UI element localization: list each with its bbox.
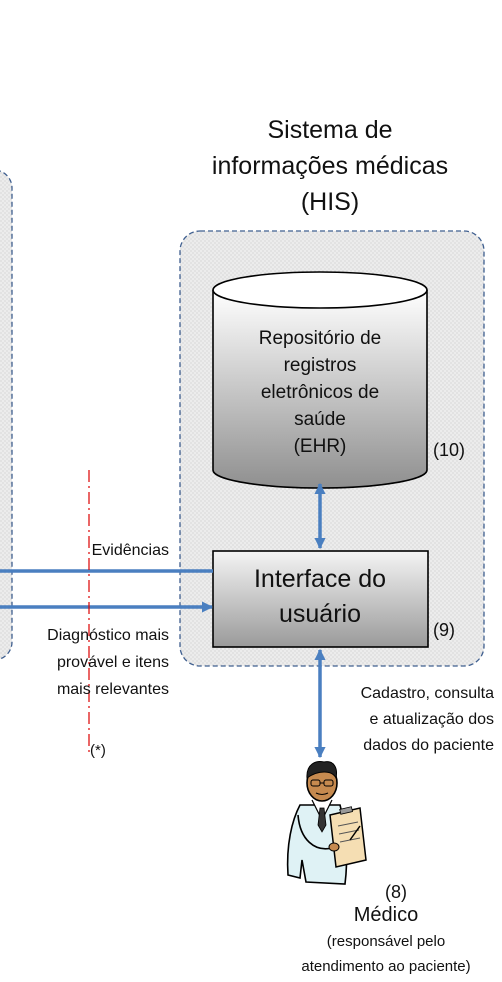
doctor-flow-label-line2: e atualização dos	[369, 711, 494, 728]
doctor-number: (8)	[385, 882, 407, 902]
interface-box	[212, 550, 429, 648]
interface-label-line2: usuário	[279, 600, 361, 628]
doctor-icon	[286, 761, 367, 885]
ehr-cylinder	[212, 271, 428, 489]
doctor-role-line1: (responsável pelo	[326, 933, 446, 950]
diagnosis-label-line3: mais relevantes	[56, 681, 169, 698]
doctor-flow-label-line3: dados do paciente	[363, 737, 494, 754]
interface-number: (9)	[433, 620, 455, 640]
ehr-label-line5: (EHR)	[293, 436, 347, 457]
his-title-line3: (HIS)	[300, 188, 360, 216]
interface-label-line1: Interface do	[253, 565, 387, 593]
diagnosis-label-line2: provável e itens	[56, 654, 169, 671]
doctor-role-line2: atendimento ao paciente)	[301, 958, 471, 975]
ehr-label-line1: Repositório de	[258, 328, 382, 349]
doctor-flow-label-line1: Cadastro, consulta	[360, 685, 494, 702]
boundary-note: (*)	[90, 742, 106, 759]
ehr-label-line3: eletrônicos de	[260, 382, 380, 403]
evidence-label: Evidências	[91, 542, 169, 559]
ehr-number: (10)	[433, 440, 466, 460]
doctor-title: Médico	[353, 904, 419, 926]
left-region	[0, 170, 13, 660]
diagnosis-label-line1: Diagnóstico mais	[47, 627, 169, 644]
ehr-label-line4: saúde	[294, 409, 346, 430]
his-title-line2: informações médicas	[211, 152, 449, 180]
his-title-line1: Sistema de	[267, 116, 393, 144]
ehr-label-line2: registros	[283, 355, 357, 376]
